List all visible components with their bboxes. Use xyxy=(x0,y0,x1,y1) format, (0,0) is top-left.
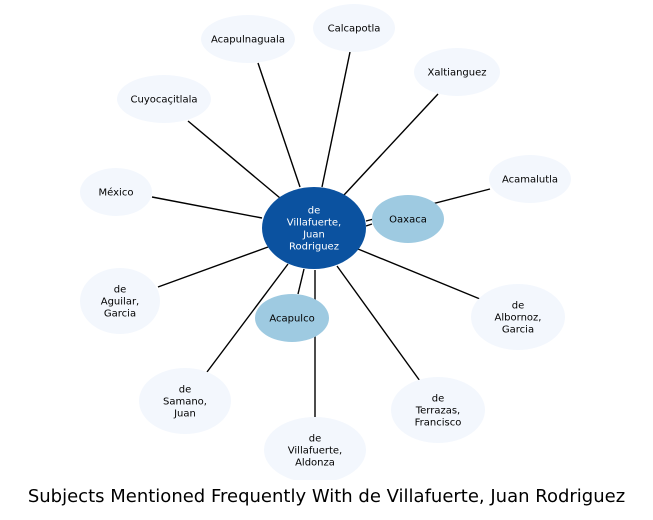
node-acapulnaguala-label-0: Acapulnaguala xyxy=(211,35,285,46)
node-terrazas-shape xyxy=(391,377,485,443)
node-center-label-3: Rodriguez xyxy=(289,242,339,253)
node-aldonza-label-1: Villafuerte, xyxy=(288,446,342,457)
node-aldonza-label-0: de xyxy=(309,434,322,445)
node-calcapotla[interactable]: Calcapotla xyxy=(313,4,395,52)
node-albornoz-shape xyxy=(471,284,565,350)
node-aldonza-shape xyxy=(264,417,366,480)
node-oaxaca-label-0: Oaxaca xyxy=(389,215,427,226)
node-aguilar-label-0: de xyxy=(114,285,127,296)
node-acapulco-shape xyxy=(255,294,329,342)
node-terrazas-label-0: de xyxy=(432,394,445,405)
node-center-label-2: Juan xyxy=(302,230,325,241)
node-aguilar-label-1: Aguilar, xyxy=(101,297,140,308)
edge-cuyocacitlala xyxy=(187,120,281,199)
node-albornoz-label-0: de xyxy=(512,301,525,312)
edge-xaltianguez xyxy=(343,93,439,196)
edge-oaxaca xyxy=(365,223,373,227)
node-cuyocacitlala[interactable]: Cuyocaçitlala xyxy=(117,75,211,123)
node-mexico-shape xyxy=(80,168,152,216)
node-oaxaca-shape xyxy=(372,195,444,243)
node-center-shape xyxy=(262,187,366,269)
node-aguilar-shape xyxy=(80,268,160,334)
node-aldonza-label-2: Aldonza xyxy=(295,458,335,469)
node-acapulnaguala[interactable]: Acapulnaguala xyxy=(201,15,295,63)
node-calcapotla-label-0: Calcapotla xyxy=(328,24,381,35)
node-acapulco-label-0: Acapulco xyxy=(269,314,314,325)
edge-acapulnaguala xyxy=(257,62,301,188)
node-samano-label-0: de xyxy=(179,385,192,396)
node-albornoz-label-1: Albornoz, xyxy=(495,313,542,324)
edge-aguilar xyxy=(157,246,269,288)
network-diagram: Acapulnaguala CalcapotlaXaltianguezCuyoca… xyxy=(80,4,571,480)
node-cuyocacitlala-shape xyxy=(117,75,211,123)
edge-calcapotla xyxy=(321,51,351,188)
node-oaxaca[interactable]: Oaxaca xyxy=(372,195,444,243)
node-xaltianguez[interactable]: Xaltianguez xyxy=(414,48,500,96)
edge-terrazas xyxy=(336,265,421,382)
edge-albornoz xyxy=(357,248,481,300)
node-samano-shape xyxy=(139,368,231,434)
nodes: Acapulnaguala CalcapotlaXaltianguezCuyoca… xyxy=(80,4,571,480)
node-acapulco[interactable]: Acapulco xyxy=(255,294,329,342)
node-acamalutla[interactable]: Acamalutla xyxy=(489,155,571,203)
edge-acapulco xyxy=(297,268,305,295)
node-samano-label-2: Juan xyxy=(173,409,196,420)
diagram-title: Subjects Mentioned Frequently With de Vi… xyxy=(27,486,626,507)
node-acapulnaguala-shape xyxy=(201,15,295,63)
node-center-label-1: Villafuerte, xyxy=(287,218,341,229)
node-cuyocacitlala-label-0: Cuyocaçitlala xyxy=(131,95,198,106)
node-xaltianguez-label-0: Xaltianguez xyxy=(427,68,486,79)
node-xaltianguez-shape xyxy=(414,48,500,96)
edge-samano xyxy=(206,263,289,373)
node-acamalutla-shape xyxy=(489,155,571,203)
node-mexico-label-0: México xyxy=(99,187,134,199)
node-acamalutla-label-0: Acamalutla xyxy=(502,175,558,186)
node-terrazas-label-1: Terrazas, xyxy=(415,406,461,417)
node-aguilar-label-2: Garcia xyxy=(104,309,136,320)
node-samano-label-1: Samano, xyxy=(163,397,207,408)
node-albornoz-label-2: Garcia xyxy=(502,325,534,336)
node-calcapotla-shape xyxy=(313,4,395,52)
node-terrazas-label-2: Francisco xyxy=(415,418,462,429)
node-mexico[interactable]: México xyxy=(80,168,152,216)
node-center-label-0: de xyxy=(308,206,321,217)
edge-mexico xyxy=(151,196,263,219)
